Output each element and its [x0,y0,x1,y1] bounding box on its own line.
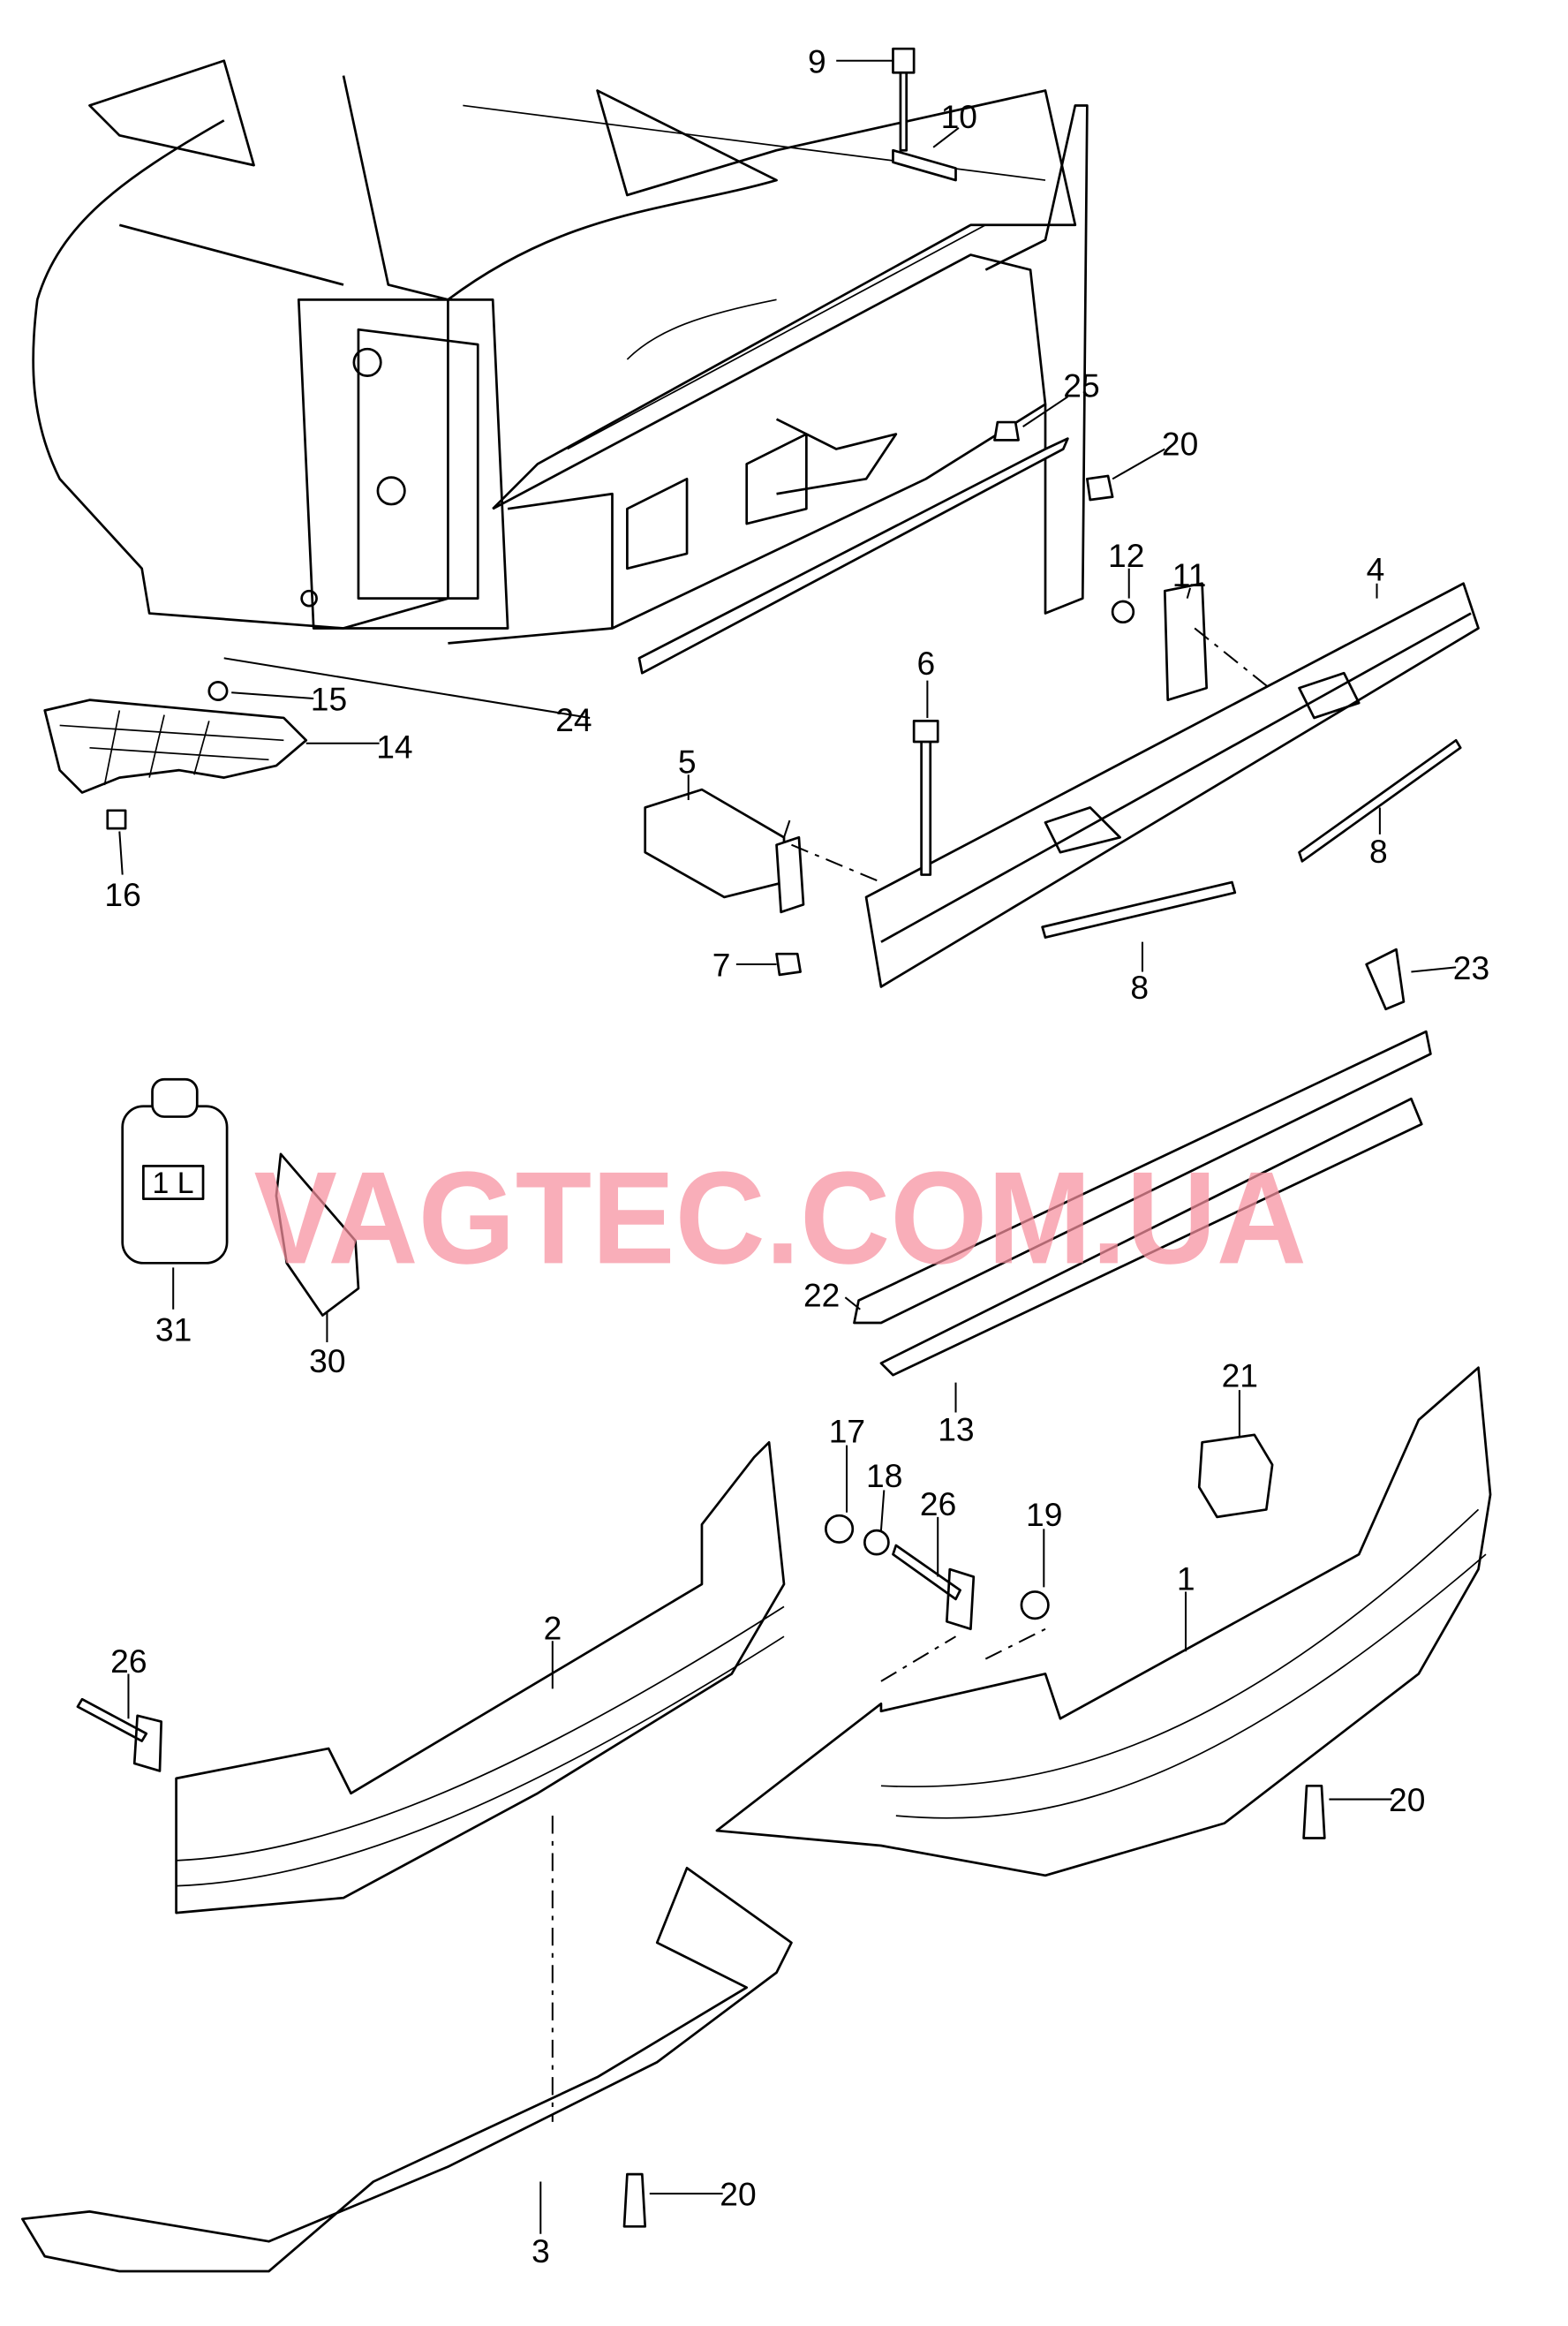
callout-15: 15 [311,680,347,717]
callout-6: 6 [917,645,936,682]
part-18-washer [863,1529,890,1556]
part-8-strip [1041,880,1237,939]
part-9-bolt [892,47,916,152]
callout-17: 17 [829,1412,865,1449]
container-label: 1 L [153,1167,194,1200]
part-19-nut [1020,1590,1050,1620]
callout-1: 1 [1177,1560,1195,1597]
part-26-bolt [76,1697,163,1772]
callout-26b: 26 [110,1643,147,1680]
callout-10: 10 [941,98,977,135]
part-25-clip [993,420,1020,442]
part-31-container: 1 L [121,1077,229,1265]
callout-19: 19 [1026,1496,1062,1533]
callout-22: 22 [803,1276,840,1313]
callout-13: 13 [938,1411,974,1448]
callout-30: 30 [309,1342,345,1379]
part-6-bolt [912,719,939,876]
part-10-plate [892,148,957,182]
part-16-screw [106,809,127,830]
callout-26: 26 [920,1485,956,1522]
callout-12: 12 [1108,537,1144,574]
part-12-nut [1111,600,1135,624]
callout-8b: 8 [1130,969,1149,1006]
part-20-screw [1302,1784,1326,1839]
callouts: 9 10 25 20 12 11 4 6 15 14 24 5 8 8 16 7… [104,42,1489,2269]
part-15-clip [207,681,229,702]
part-11-bracket [1163,582,1209,702]
callout-21: 21 [1222,1357,1258,1394]
callout-11: 11 [1172,556,1207,593]
part-7-nut [775,952,802,977]
part-8-strip [1298,738,1462,863]
callout-20c: 20 [720,2176,756,2213]
car-body-rear [32,59,1089,645]
callout-9: 9 [808,42,826,79]
callout-20b: 20 [1389,1781,1425,1818]
callout-14: 14 [376,729,412,766]
part-26-bolt [892,1544,976,1631]
callout-7: 7 [712,947,731,984]
callout-3: 3 [531,2232,550,2269]
watermark: VAGTEC.COM.UA [254,1144,1307,1291]
part-1-bumper-cover [715,1366,1492,1877]
callout-4: 4 [1367,550,1385,587]
callout-18: 18 [866,1457,902,1494]
callout-8: 8 [1369,833,1388,870]
callout-20: 20 [1162,425,1198,462]
part-14-bracket [43,699,308,794]
part-21-holder [1197,1433,1274,1519]
callout-2: 2 [544,1610,562,1647]
part-3-spoiler [21,1867,793,2273]
callout-25: 25 [1063,366,1099,404]
callout-31: 31 [155,1310,192,1348]
part-22-guide [853,1030,1432,1325]
part-17-nut [825,1514,855,1544]
part-4-impact-beam [864,582,1480,988]
part-5-holder [644,788,786,899]
part-20-screw [1086,474,1114,502]
part-24-strip [637,437,1069,675]
part-2-bumper-cover [175,1440,786,1914]
callout-5: 5 [678,744,697,781]
callout-16: 16 [104,876,140,913]
part-20-screw [622,2172,647,2228]
part-23-bracket [1365,948,1406,1011]
part-13-guide [879,1097,1423,1377]
part-30-foam [275,1152,360,1317]
callout-23: 23 [1453,949,1489,986]
callout-24: 24 [555,701,592,738]
